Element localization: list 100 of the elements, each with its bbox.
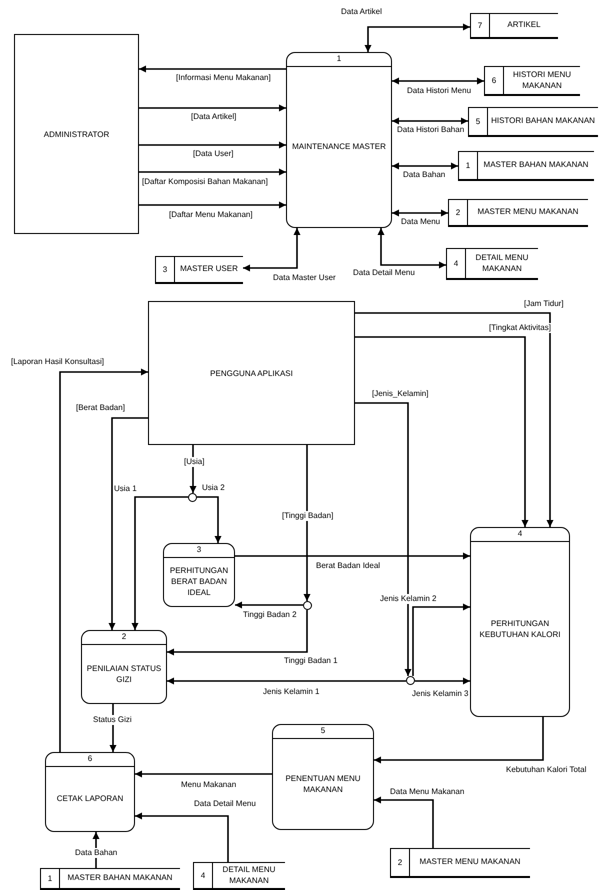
edge-label: Data Menu Makanan (389, 787, 466, 797)
edge-label: Data Menu (400, 217, 442, 227)
store-name: MASTER USER (179, 263, 239, 276)
arrow (304, 445, 310, 601)
arrow (139, 142, 286, 148)
store-name: ARTIKEL (506, 19, 542, 32)
arrow (167, 678, 406, 684)
process-number: 5 (273, 725, 373, 739)
edge-label: [Tingkat Aktivitas] (488, 323, 552, 333)
store-number: 1 (41, 869, 60, 888)
data-store (448, 199, 588, 227)
process-name: PENILAIAN STATUS GIZI (86, 662, 162, 686)
process-number: 2 (82, 631, 166, 645)
edge-label: Data Histori Bahan (396, 125, 466, 135)
store-name: MASTER BAHAN MAKANAN (482, 159, 590, 172)
edge-label: Menu Makanan (180, 780, 238, 790)
data-store (468, 107, 598, 137)
edge-label: Data Detail Menu (352, 268, 416, 278)
store-number: 2 (449, 200, 468, 225)
store-number: 1 (459, 152, 478, 179)
edge-label: [Daftar Komposisi Bahan Makanan] (141, 177, 269, 187)
arrow (355, 402, 412, 676)
edge-label: Data Histori Menu (406, 86, 472, 96)
edge-label: Berat Badan Ideal (315, 561, 382, 571)
arrow (374, 796, 434, 848)
edge-label: [Jenis_Kelamin] (371, 389, 430, 399)
process-name: CETAK LAPORAN (56, 793, 124, 806)
edge-label: Kebutuhan Kalori Total (505, 765, 588, 775)
process-number: 3 (164, 544, 234, 558)
edge-label: Tinggi Badan 1 (283, 656, 339, 666)
store-name: MASTER MENU MAKANAN (418, 856, 522, 868)
arrow (392, 118, 468, 124)
arrow (59, 368, 148, 752)
store-name: MASTER MENU MAKANAN (476, 206, 580, 218)
store-name: DETAIL MENU MAKANAN (474, 252, 530, 274)
junction-circle (303, 601, 312, 610)
entity-name: ADMINISTRATOR (44, 130, 110, 138)
store-name: HISTORI BAHAN MAKANAN (490, 115, 596, 128)
entity-box (14, 34, 139, 234)
process-box (470, 527, 570, 717)
arrow (139, 104, 286, 112)
process-box (272, 724, 374, 830)
arrow (412, 604, 470, 676)
junction-circle (406, 676, 415, 685)
edge-label: Data Bahan (74, 848, 118, 858)
process-name: PERHITUNGAN KEBUTUHAN KALORI (478, 618, 562, 641)
data-store (40, 868, 180, 890)
data-store (470, 13, 558, 39)
store-name: MASTER BAHAN MAKANAN (66, 872, 174, 884)
junction-circle (188, 493, 197, 502)
store-number: 3 (156, 257, 175, 282)
process-number: 6 (46, 753, 134, 767)
edge-label: Tinggi Badan 2 (242, 610, 298, 620)
arrow (135, 770, 272, 778)
edge-label: Data Artikel (340, 7, 383, 17)
store-number: 4 (447, 249, 466, 278)
arrow (392, 162, 458, 170)
store-number: 5 (469, 108, 488, 135)
edge-label: Data Master User (272, 273, 337, 283)
edge-label: Data Bahan (402, 170, 446, 180)
data-store (446, 248, 538, 280)
arrow (139, 168, 286, 176)
data-store (155, 256, 243, 284)
edge-label: Data Detail Menu (193, 799, 257, 809)
store-number: 6 (485, 67, 504, 94)
process-box (45, 752, 135, 832)
arrow (139, 202, 286, 208)
arrow (392, 78, 484, 84)
edge-label: [Laporan Hasil Konsultasi] (10, 357, 105, 367)
edge-label: Usia 1 (113, 484, 138, 494)
arrow (197, 496, 222, 543)
arrow (132, 496, 188, 630)
store-number: 7 (471, 14, 490, 37)
data-store (193, 862, 285, 890)
edge-label: [Data User] (192, 149, 234, 159)
data-store (484, 66, 580, 96)
edge-label: [Data Artikel] (190, 112, 238, 122)
arrow (108, 417, 148, 630)
arrow (355, 312, 554, 527)
edge-label: [Jam Tidur] (523, 299, 565, 309)
arrow (190, 445, 196, 493)
arrow (139, 66, 286, 72)
edge-label: Usia 2 (201, 483, 226, 493)
edge-label: Status Gizi (92, 715, 133, 725)
store-number: 2 (391, 849, 410, 876)
process-box (81, 630, 167, 704)
process-name: MAINTENANCE MASTER (291, 141, 387, 154)
store-number: 4 (194, 863, 213, 888)
arrow (243, 228, 300, 272)
store-name: HISTORI MENU MAKANAN (512, 69, 572, 92)
data-store (390, 848, 530, 878)
process-number: 1 (287, 53, 391, 67)
process-number: 4 (471, 528, 569, 542)
process-name: PERHITUNGAN BERAT BADAN IDEAL (168, 565, 230, 600)
process-box (286, 52, 392, 228)
edge-label: [Tinggi Badan] (281, 511, 334, 521)
edge-label: [Informasi Menu Makanan] (175, 73, 272, 83)
arrow (135, 812, 229, 862)
arrow (415, 678, 470, 684)
process-box (163, 543, 235, 607)
